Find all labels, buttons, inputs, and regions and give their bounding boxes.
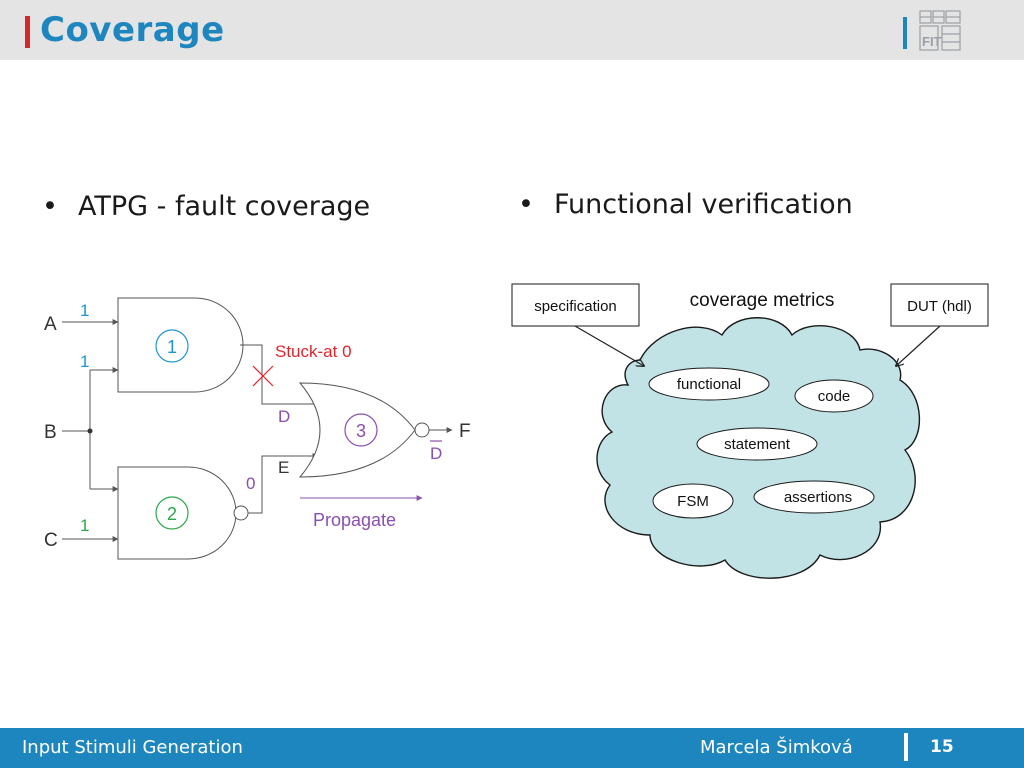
gate-1-label: 1	[167, 337, 177, 357]
slide-title: Coverage	[40, 10, 225, 50]
input-c-label: C	[44, 530, 58, 551]
footer-course-title: Input Stimuli Generation	[22, 737, 243, 758]
gate-3-label: 3	[356, 421, 366, 441]
metric-functional-label: functional	[677, 376, 741, 393]
metric-functional	[648, 367, 770, 401]
header-bar: Coverage FIT	[0, 0, 1024, 60]
dut-arrow	[896, 325, 941, 366]
nor-bubble	[414, 422, 430, 438]
logo-text: FIT	[922, 34, 942, 49]
dut-label: DUT (hdl)	[907, 298, 972, 315]
specification-label: specification	[534, 298, 617, 315]
fit-logo: FIT	[919, 10, 961, 51]
metric-code	[794, 379, 874, 413]
bullet-marker: •	[518, 189, 534, 220]
gate-1-marker	[155, 329, 189, 363]
title-accent-bar	[25, 16, 30, 48]
input-a-value: 1	[80, 301, 89, 320]
logo-accent-bar	[903, 17, 907, 49]
specification-box	[511, 283, 640, 327]
footer-author: Marcela Šimková	[700, 737, 853, 758]
output-label: F	[459, 421, 471, 442]
page-number: 15	[930, 737, 954, 757]
fault-cross-icon	[252, 365, 274, 387]
propagate-label: Propagate	[313, 510, 396, 530]
metric-statement	[696, 427, 818, 461]
net-e-label: E	[278, 458, 289, 477]
metric-fsm	[652, 483, 734, 519]
metric-assertions-label: assertions	[784, 489, 852, 506]
metric-assertions	[753, 480, 875, 514]
spec-arrow	[574, 325, 644, 366]
output-d-bar: D	[430, 444, 442, 463]
junction-dot	[87, 428, 93, 434]
nand-bubble	[233, 505, 249, 521]
input-b-label: B	[44, 422, 57, 443]
bullet-marker: •	[42, 191, 58, 222]
dut-box	[890, 283, 989, 327]
wire-e	[248, 453, 319, 514]
stuck-at-label: Stuck-at 0	[275, 342, 352, 361]
input-c-value: 1	[80, 516, 89, 535]
input-a-label: A	[44, 314, 57, 335]
metric-code-label: code	[818, 388, 851, 405]
input-b-value: 1	[80, 352, 89, 371]
bullet-functional-text: Functional verification	[554, 189, 853, 220]
footer-separator	[904, 733, 908, 761]
bullet-atpg-text: ATPG - fault coverage	[78, 191, 371, 222]
metric-statement-label: statement	[724, 436, 791, 453]
net-e-value: 0	[246, 474, 255, 493]
net-d-label: D	[278, 407, 290, 426]
coverage-metrics-title: coverage metrics	[690, 290, 835, 311]
footer-bar: Input Stimuli Generation Marcela Šimková…	[0, 728, 1024, 768]
gate-2-marker	[155, 496, 189, 530]
atpg-circuit-diagram: 1 2 3 A B C 1 1 1 Stuck-at 0 D E 0 F D P…	[44, 297, 471, 560]
coverage-metrics-diagram: specification DUT (hdl) coverage metrics…	[511, 283, 989, 579]
gate-3-marker	[344, 413, 378, 447]
metric-fsm-label: FSM	[677, 493, 709, 510]
gate-2-label: 2	[167, 504, 177, 524]
